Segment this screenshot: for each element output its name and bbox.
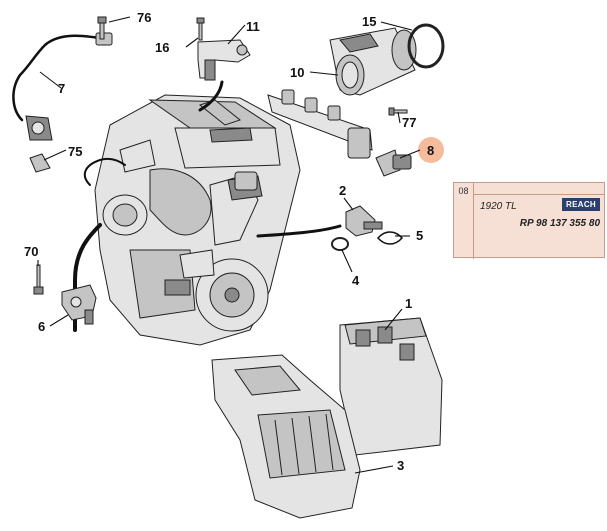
part-2-temperature-sensor: [345, 205, 383, 237]
engine-illustration: [94, 94, 301, 346]
part-76-bolt: [97, 16, 107, 40]
callout-5: 5: [416, 228, 423, 243]
part-4-seal-ring: [331, 237, 349, 251]
part-77-screw: [388, 107, 408, 116]
callout-77: 77: [402, 115, 416, 130]
callout-11: 11: [246, 19, 260, 34]
part-1-ecu: [339, 317, 443, 456]
callout-15: 15: [362, 14, 376, 29]
reference-code: 1920 TL: [480, 201, 517, 212]
callout-16: 16: [155, 40, 169, 55]
engine-harness-left: [73, 223, 102, 332]
part-8-highlight: [418, 137, 444, 163]
part-70-screw: [33, 264, 44, 295]
reference-index: 08: [454, 183, 474, 259]
engine-harness-right: [256, 224, 342, 238]
part-6-crankshaft-sensor: [61, 284, 97, 325]
callout-7: 7: [58, 81, 65, 96]
callout-75: 75: [68, 144, 82, 159]
callout-2: 2: [339, 183, 346, 198]
callout-70: 70: [24, 244, 38, 259]
part-16-bolt: [196, 17, 205, 41]
callout-6: 6: [38, 319, 45, 334]
cam-sensor-cable: [83, 157, 126, 186]
reference-part-number: RP 98 137 355 80: [519, 218, 600, 229]
callout-1: 1: [405, 296, 412, 311]
part-7-sensor-cable: [12, 32, 113, 141]
callout-10: 10: [290, 65, 304, 80]
part-15-o-ring: [407, 23, 445, 69]
fuel-rail: [267, 89, 373, 159]
part-10-air-flow-meter: [329, 27, 417, 96]
part-75-clip: [29, 153, 51, 173]
callout-3: 3: [397, 458, 404, 473]
part-5-retaining-clip: [377, 231, 403, 245]
callout-8: 8: [427, 143, 434, 158]
part-11-camshaft-sensor: [197, 39, 251, 81]
callout-76: 76: [137, 10, 151, 25]
part-reference-card: 08 1920 TL REACH RP 98 137 355 80: [453, 182, 605, 259]
callout-4: 4: [352, 273, 360, 288]
reference-divider: [474, 194, 604, 195]
leader-lines: [37, 16, 421, 474]
part-8-rail-pressure-sensor: [375, 149, 412, 177]
part-3-ecu-bracket: [211, 354, 361, 519]
injector-harness: [198, 80, 224, 112]
callouts: 76 7 75 16 11 15 10 77 8 2 5 4 1 3 70 6: [24, 10, 434, 473]
reach-badge: REACH: [562, 198, 600, 211]
